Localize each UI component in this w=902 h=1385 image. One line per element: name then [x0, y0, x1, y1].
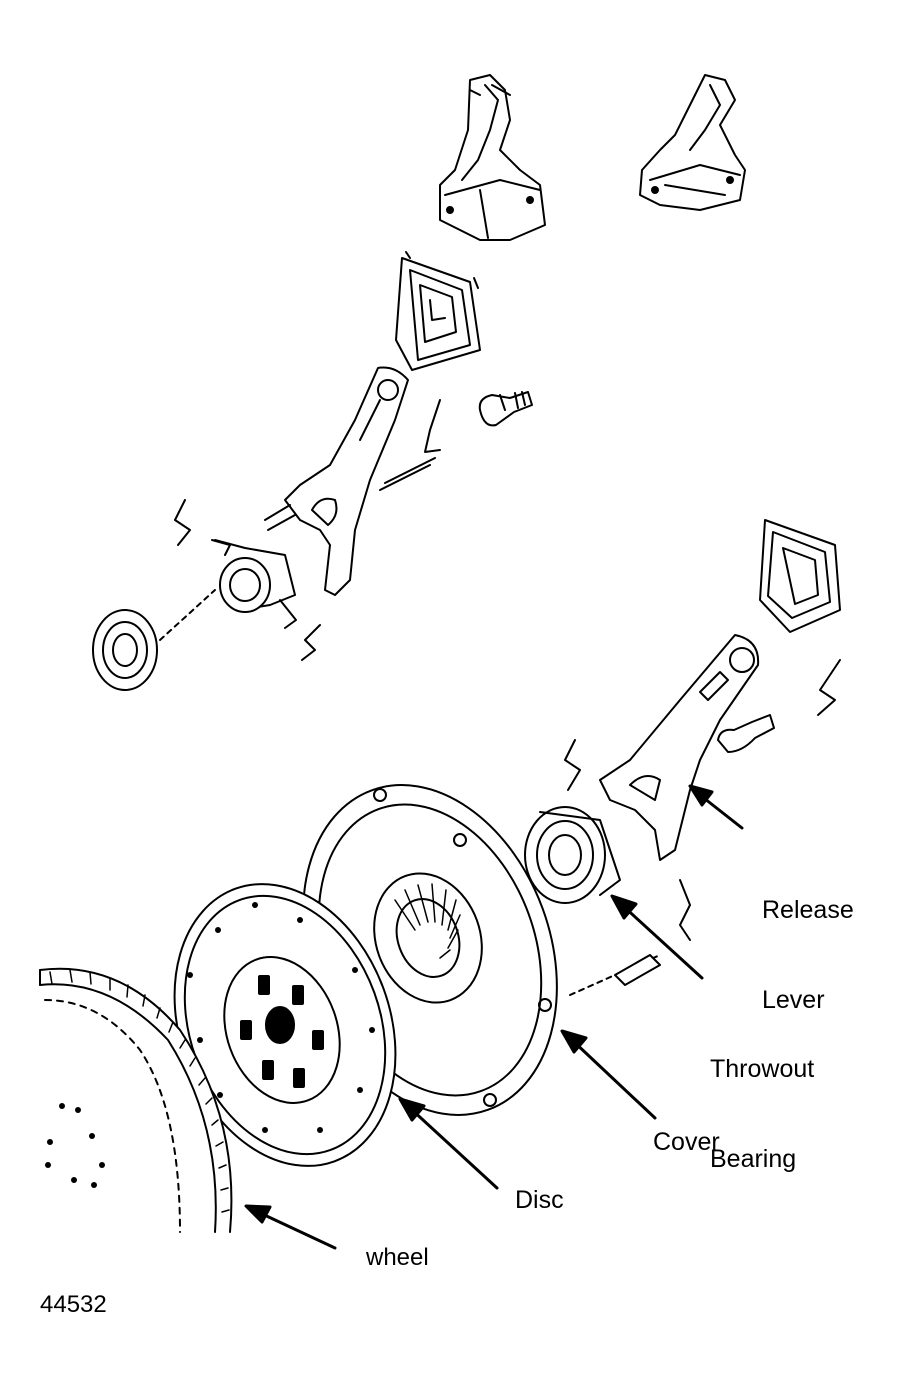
upper-guide-line	[160, 590, 215, 640]
lower-boot	[760, 520, 840, 632]
label-throwout-bearing: Throwout Bearing	[710, 994, 814, 1204]
label-cover: Cover	[653, 1128, 720, 1156]
upper-boot	[396, 252, 480, 370]
lower-pivot-stud	[718, 715, 774, 752]
label-release-lever-line1: Release	[762, 896, 854, 924]
lower-clip-right	[680, 880, 690, 940]
label-flywheel: wheel	[366, 1244, 429, 1271]
upper-clip-right	[302, 625, 320, 660]
arrow-flywheel	[246, 1206, 335, 1248]
upper-release-lever	[265, 368, 408, 596]
lower-clip-left	[565, 740, 580, 790]
arrow-throwout-bearing	[612, 896, 702, 978]
throwout-bearing-lower	[525, 807, 620, 903]
arrow-disc	[400, 1099, 497, 1188]
callout-arrows	[246, 786, 742, 1248]
label-release-lever: Release Lever	[762, 835, 854, 1045]
bracket-right	[640, 75, 745, 210]
clutch-disc	[137, 853, 434, 1197]
arrow-release-lever	[690, 786, 742, 828]
figure-number: 44532	[40, 1291, 107, 1318]
upper-clip-left	[175, 500, 190, 545]
upper-retainer-clip	[380, 400, 440, 490]
upper-pivot-stud	[480, 392, 532, 425]
bracket-left	[440, 75, 545, 240]
label-throwout-bearing-line1: Throwout	[710, 1055, 815, 1083]
cover-bolt	[615, 955, 660, 985]
label-throwout-bearing-line2: Bearing	[710, 1145, 797, 1173]
label-disc: Disc	[515, 1186, 564, 1214]
upper-throwout-bearing	[212, 540, 296, 628]
release-lever-lower	[600, 635, 758, 860]
lower-retainer-clip	[818, 660, 840, 715]
upper-seal	[93, 610, 157, 690]
flywheel	[40, 969, 231, 1232]
arrow-cover	[562, 1031, 655, 1118]
label-release-lever-line2: Lever	[762, 986, 825, 1014]
